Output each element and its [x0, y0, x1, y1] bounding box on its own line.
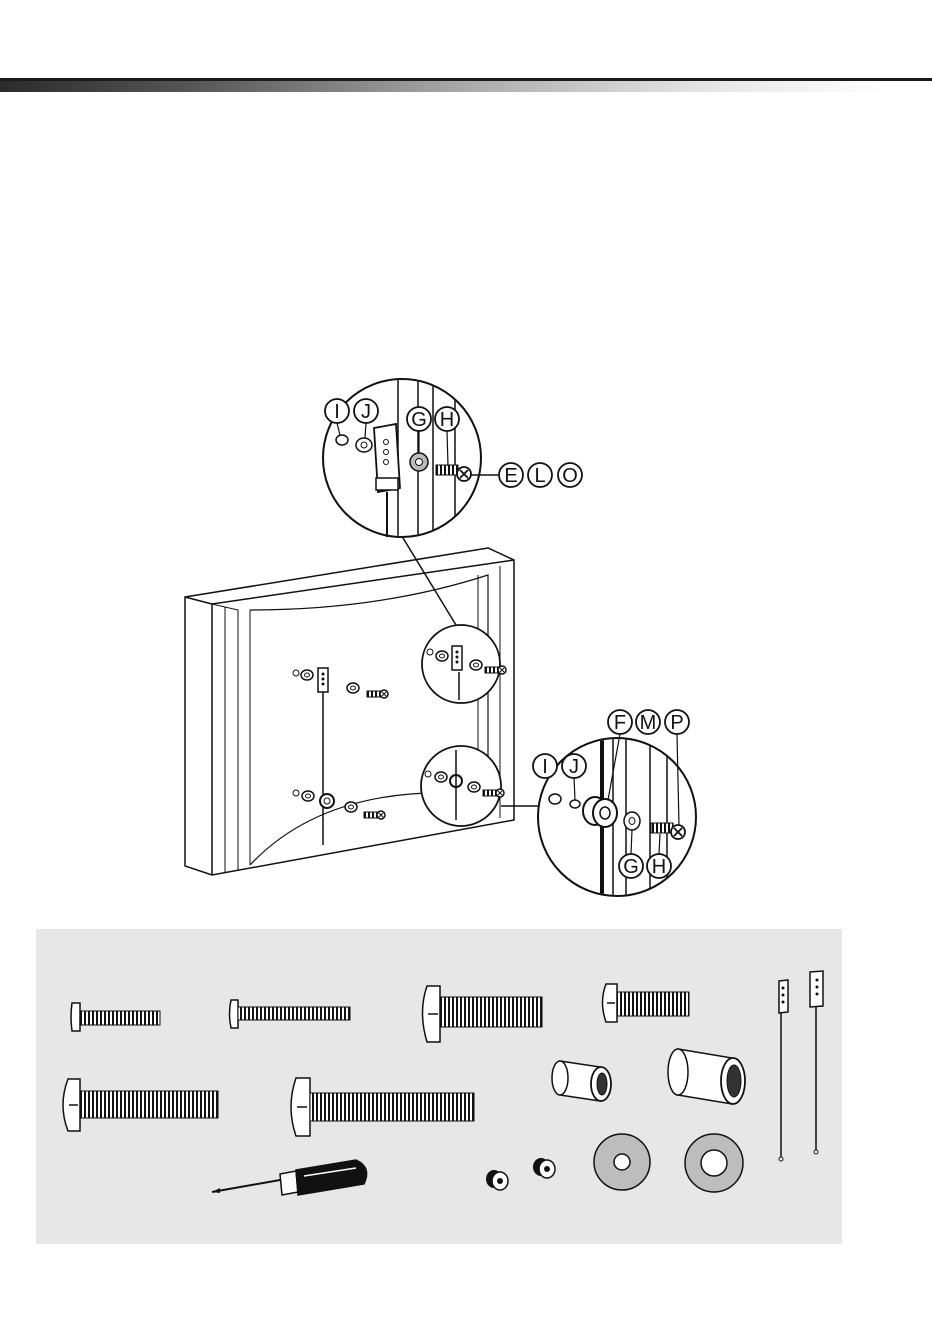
- mounting-bracket-icon: [810, 971, 823, 1154]
- svg-text:J: J: [569, 756, 579, 778]
- svg-text:L: L: [534, 465, 545, 487]
- svg-text:G: G: [411, 409, 427, 431]
- screw-icon: [291, 1078, 474, 1136]
- screw-icon: [230, 1000, 351, 1028]
- spacer-detail: [583, 797, 617, 827]
- spacer-icon: [668, 1049, 745, 1104]
- svg-text:G: G: [623, 856, 639, 878]
- callout-E-top: E: [499, 463, 523, 487]
- svg-text:M: M: [640, 712, 657, 734]
- callout-I-bottom: I: [533, 754, 557, 778]
- screwdriver-icon: [212, 1160, 367, 1195]
- svg-text:F: F: [614, 712, 626, 734]
- svg-text:P: P: [670, 712, 683, 734]
- callout-M-bottom: M: [636, 710, 660, 734]
- nut-icon: [533, 1158, 555, 1178]
- spacer-icon: [552, 1061, 611, 1101]
- screw-icon: [423, 986, 543, 1042]
- svg-text:O: O: [562, 465, 578, 487]
- washer-icon: [685, 1134, 743, 1192]
- screw-icon: [603, 984, 690, 1022]
- svg-text:I: I: [334, 401, 340, 423]
- mounting-bracket-icon: [779, 980, 788, 1161]
- svg-text:H: H: [652, 856, 666, 878]
- screw-icon: [71, 1003, 160, 1031]
- svg-text:J: J: [361, 401, 371, 423]
- svg-text:H: H: [440, 409, 454, 431]
- magnified-view-bottom: [538, 738, 696, 897]
- screw-icon: [63, 1079, 218, 1131]
- washer-icon: [594, 1134, 650, 1190]
- svg-text:E: E: [504, 465, 517, 487]
- nut-icon: [486, 1170, 508, 1190]
- callout-L-top: L: [528, 463, 552, 487]
- callout-O-top: O: [558, 463, 582, 487]
- svg-text:I: I: [542, 756, 548, 778]
